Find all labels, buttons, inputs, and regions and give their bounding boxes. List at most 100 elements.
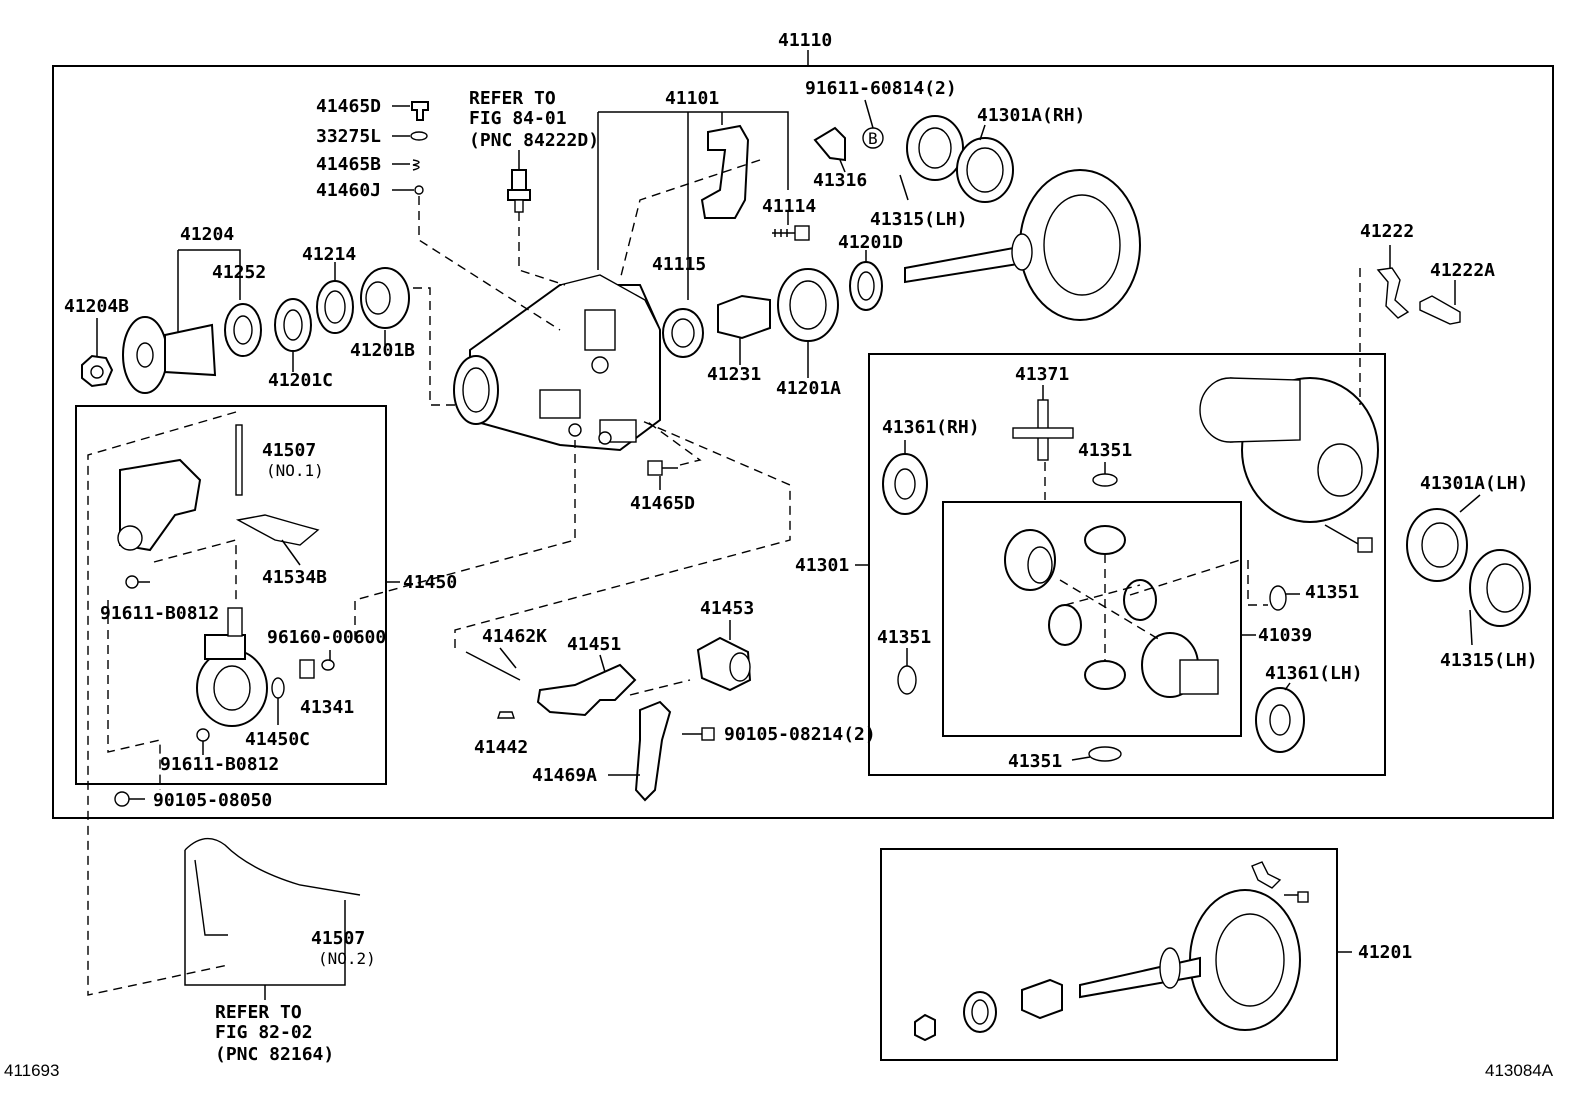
label-41465B: 41465B [316, 154, 381, 175]
label-41222A: 41222A [1430, 260, 1495, 281]
label-41201A: 41201A [776, 378, 841, 399]
main-assembly-frame [52, 65, 1554, 819]
wire-41507-no2 [184, 837, 361, 896]
label-41451: 41451 [567, 634, 621, 655]
label-41039: 41039 [1258, 625, 1312, 646]
label-41371: 41371 [1015, 364, 1069, 385]
bearing-cup-41315-top [906, 115, 964, 181]
bolt-90105-08050 [114, 791, 145, 807]
leader-cover-motor [153, 539, 237, 605]
label-91611-60814: 91611-60814(2) [805, 78, 957, 99]
label-41115: 41115 [652, 254, 706, 275]
label-41534B: 41534B [262, 567, 327, 588]
kit-ring-gear [1079, 889, 1301, 1031]
label-pnc-84222d: (PNC 84222D) [469, 130, 599, 151]
differential-carrier-housing [453, 274, 661, 452]
leader-41351-d [1071, 756, 1091, 761]
pinion-gear-top [1084, 525, 1126, 555]
label-41201B: 41201B [350, 340, 415, 361]
leader-41315-right [1469, 609, 1473, 646]
label-41469A: 41469A [532, 765, 597, 786]
kit-spacer [1021, 978, 1063, 1020]
label-41315-lh-top: 41315(LH) [870, 209, 968, 230]
side-gear-left [1004, 529, 1056, 591]
label-91611-B0812-a: 91611-B0812 [100, 603, 219, 624]
sleeve-41453 [696, 636, 752, 692]
label-41214: 41214 [302, 244, 356, 265]
nut-41204B [81, 354, 114, 388]
label-41460J: 41460J [316, 180, 381, 201]
pinion-gear-left [1048, 604, 1082, 646]
label-fig-82-02: FIG 82-02 [215, 1022, 313, 1043]
bolt-90105-08214 [682, 727, 715, 741]
label-41462K: 41462K [482, 626, 547, 647]
label-41301: 41301 [795, 555, 849, 576]
differential-case [1199, 377, 1379, 523]
leader-41451 [599, 654, 606, 673]
label-41110: 41110 [778, 30, 832, 51]
circle-b-label: B [868, 129, 878, 148]
leader-41315-top [899, 174, 909, 201]
label-41465D-mid: 41465D [630, 493, 695, 514]
label-41101: 41101 [665, 88, 719, 109]
label-41341: 41341 [300, 697, 354, 718]
leader-41534B [281, 539, 301, 566]
bolt-41465D-mid [647, 460, 678, 476]
washer-41351-a [1092, 473, 1118, 487]
leader-41462K [499, 647, 517, 669]
sensor-switch [507, 169, 531, 213]
label-41201C: 41201C [268, 370, 333, 391]
label-refer-to-top: REFER TO [469, 88, 556, 109]
leader-fork-sleeve [629, 679, 691, 696]
label-41453: 41453 [700, 598, 754, 619]
pinion-gear-41039-frame [942, 501, 1242, 737]
flange-41204 [122, 316, 217, 394]
label-41361-rh: 41361(RH) [882, 417, 980, 438]
label-96160-00600: 96160-00600 [267, 627, 386, 648]
bolt-91611-B0812-b [196, 728, 210, 755]
label-41301A-lh: 41301A(LH) [1420, 473, 1528, 494]
leader-41450-housing [354, 440, 576, 640]
kit-retainer [1251, 861, 1282, 889]
label-pnc-82164: (PNC 82164) [215, 1044, 334, 1065]
kit-41201-frame [880, 848, 1338, 1061]
label-90105-08050: 90105-08050 [153, 790, 272, 811]
leader-41465D-mid-housing [644, 419, 702, 466]
actuator-motor [196, 607, 268, 727]
bolt-41222A [1419, 295, 1461, 325]
leader-cap-to-housing [619, 159, 761, 281]
label-41301A-rh: 41301A(RH) [977, 105, 1085, 126]
label-41316: 41316 [813, 170, 867, 191]
label-41442: 41442 [474, 737, 528, 758]
bearing-41301A-lh [1406, 508, 1468, 582]
leader-91611-60814 [864, 99, 874, 129]
leader-shift-to-housing [454, 419, 791, 648]
leader-41101-bracket [598, 111, 789, 190]
label-33275L: 33275L [316, 126, 381, 147]
label-41222: 41222 [1360, 221, 1414, 242]
label-fig-84-01: FIG 84-01 [469, 108, 567, 129]
washer-41351-b [1269, 585, 1287, 611]
fork-41451 [536, 663, 637, 717]
label-91611-B0812-b: 91611-B0812 [160, 754, 279, 775]
spider-41371 [1012, 399, 1074, 461]
pinion-gear-bottom [1084, 660, 1126, 690]
label-41201: 41201 [1358, 942, 1412, 963]
leader-41351-b-box [1247, 560, 1268, 606]
label-no2: (NO.2) [318, 949, 376, 968]
side-gear-right [1141, 632, 1219, 698]
leader-41204 [177, 249, 241, 333]
plug-stack [410, 101, 429, 195]
label-refer-to-bottom: REFER TO [215, 1002, 302, 1023]
leader-inner-gears [1044, 462, 1241, 660]
leader-41301A-lh [1459, 494, 1481, 513]
leader-41316 [839, 159, 846, 173]
leader-stack-to-housing [418, 196, 561, 331]
label-41351-a: 41351 [1078, 440, 1132, 461]
pinion-gear-right [1123, 579, 1157, 621]
label-illustration-id-left: 411693 [4, 1061, 59, 1080]
wire-41507-no1 [235, 424, 243, 496]
ring-96160 [321, 659, 335, 671]
o-ring-41450C [271, 677, 285, 699]
label-41351-b: 41351 [1305, 582, 1359, 603]
